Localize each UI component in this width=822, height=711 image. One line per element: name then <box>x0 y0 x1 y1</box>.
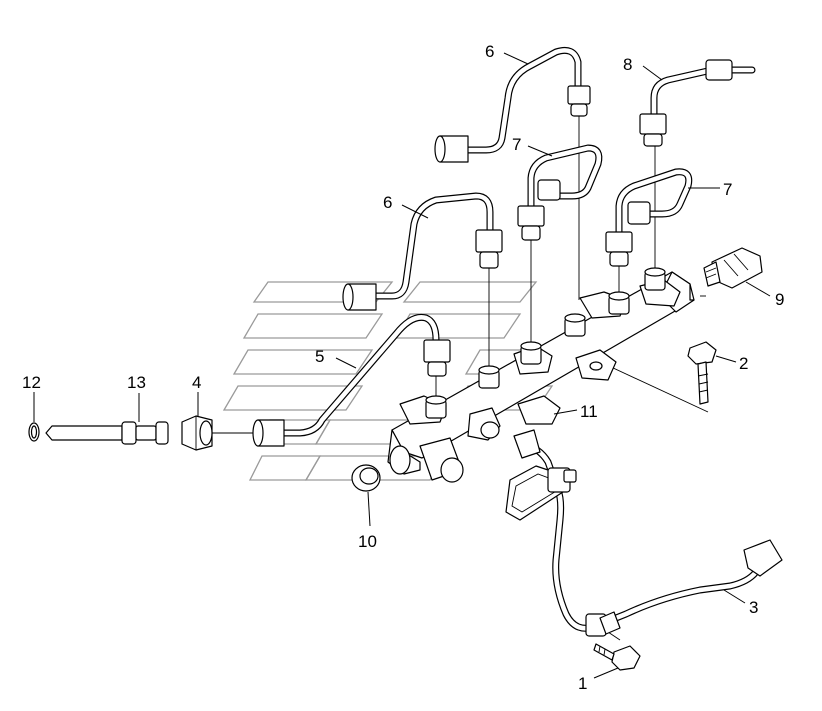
callout-9: 9 <box>775 290 784 309</box>
callout-6-middle: 6 <box>383 193 392 212</box>
fuel-pipe-3 <box>505 429 783 637</box>
callout-3: 3 <box>749 598 758 617</box>
assembly-guide-lines <box>210 115 709 641</box>
callout-7-right: 7 <box>723 180 732 199</box>
callout-7-center: 7 <box>512 135 521 154</box>
bolt-2 <box>687 341 717 405</box>
connector-pipe-13 <box>45 421 169 445</box>
fuel-pipe-6-upper <box>434 46 591 163</box>
callout-12: 12 <box>22 373 41 392</box>
callout-labels: 6 8 7 7 6 9 5 2 11 12 13 4 10 3 1 <box>22 42 784 693</box>
fuel-pipe-8 <box>639 59 756 147</box>
fuel-pipe-5 <box>252 313 451 447</box>
fuel-pipe-6-lower <box>342 192 503 311</box>
callout-8: 8 <box>623 55 632 74</box>
bolt-1 <box>593 643 641 671</box>
nut-4 <box>181 415 213 451</box>
callout-4: 4 <box>192 373 201 392</box>
callout-13: 13 <box>127 373 146 392</box>
callout-5: 5 <box>315 347 324 366</box>
pressure-sensor <box>703 247 763 289</box>
callout-leaders <box>33 52 771 679</box>
callout-1: 1 <box>578 674 587 693</box>
callout-11: 11 <box>580 402 598 421</box>
callout-10: 10 <box>358 532 377 551</box>
o-ring-12 <box>28 422 40 442</box>
callout-6-top: 6 <box>485 42 494 61</box>
fuel-pipe-7-right <box>605 168 693 267</box>
callout-2: 2 <box>739 354 748 373</box>
fuel-pipe-7-center <box>517 144 603 241</box>
plug-10 <box>351 464 381 492</box>
fuel-rail <box>387 267 695 483</box>
